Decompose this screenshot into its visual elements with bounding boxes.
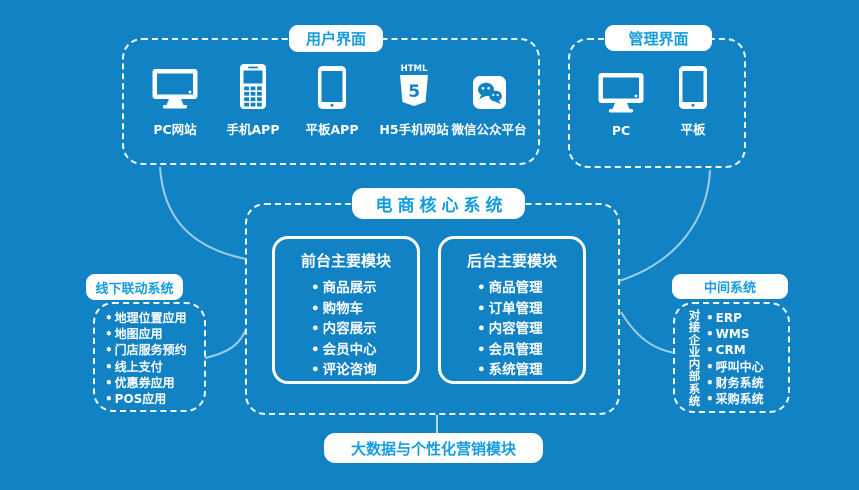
feature-phone-icon — [240, 64, 266, 113]
list-item: 线上支付 — [105, 359, 187, 375]
device-h5-website: HTML 5 H5手机网站 — [364, 64, 464, 138]
list-item: 购物车 — [311, 299, 417, 320]
backend-modules-title: 后台主要模块 — [466, 252, 557, 270]
device-label-pc-website: PC网站 — [153, 122, 197, 137]
list-item: 订单管理 — [477, 299, 583, 320]
list-item: WMS — [706, 326, 764, 342]
device-wechat-platform: 微信公众平台 — [434, 64, 544, 138]
frontend-modules-title: 前台主要模块 — [300, 252, 391, 270]
admin-interface-title: 管理界面 — [628, 29, 689, 48]
device-label-h5-website: H5手机网站 — [379, 122, 449, 137]
html5-icon-top-text: HTML — [401, 64, 428, 74]
list-item: 地理位置应用 — [105, 310, 187, 326]
device-mobile-app: 手机APP — [208, 64, 298, 138]
bigdata-module-badge: 大数据与个性化营销模块 — [324, 433, 543, 463]
device-label-admin-pc: PC — [611, 123, 631, 138]
offline-system-title-badge: 线下联动系统 — [86, 274, 183, 300]
core-system-title: 电商核心系统 — [375, 196, 508, 216]
list-item: 门店服务预约 — [105, 342, 187, 358]
html5-icon-number: 5 — [408, 82, 420, 102]
list-item: 会员管理 — [477, 340, 583, 361]
frontend-modules-list: 商品展示 购物车 内容展示 会员中心 评论咨询 — [311, 278, 417, 381]
user-interface-title: 用户界面 — [305, 30, 366, 48]
device-label-tablet-app: 平板APP — [305, 122, 359, 137]
middleware-system-box — [673, 302, 790, 413]
list-item: 内容管理 — [477, 319, 583, 340]
device-admin-pc: PC — [588, 64, 654, 138]
tablet-icon — [679, 66, 707, 113]
device-admin-tablet: 平板 — [660, 64, 726, 138]
connector-admin-to-core — [618, 169, 711, 282]
list-item: 商品展示 — [311, 278, 417, 299]
admin-interface-title-badge: 管理界面 — [605, 25, 712, 51]
list-item: 商品管理 — [477, 278, 583, 299]
list-item: 会员中心 — [311, 340, 417, 361]
list-item: 呼叫中心 — [706, 359, 764, 375]
device-label-admin-tablet: 平板 — [680, 122, 706, 137]
desktop-icon — [152, 69, 198, 113]
offline-system-list: 地理位置应用 地图应用 门店服务预约 线上支付 优惠券应用 POS应用 — [105, 310, 187, 407]
core-system-title-badge: 电商核心系统 — [352, 188, 525, 219]
list-item: POS应用 — [105, 391, 187, 407]
device-label-mobile-app: 手机APP — [226, 122, 280, 137]
connector-ui-to-core — [159, 166, 247, 260]
list-item: 评论咨询 — [311, 360, 417, 381]
connector-core-to-middleware — [620, 311, 676, 354]
bigdata-module-title: 大数据与个性化营销模块 — [350, 439, 516, 458]
list-item: 财务系统 — [706, 375, 764, 391]
frontend-modules-box: 前台主要模块 商品展示 购物车 内容展示 会员中心 评论咨询 — [272, 236, 420, 384]
list-item: 系统管理 — [477, 360, 583, 381]
tablet-icon — [318, 66, 346, 113]
desktop-icon — [598, 73, 644, 117]
middleware-system-title: 中间系统 — [703, 281, 756, 296]
middleware-side-label: 对接企业内部系统 — [688, 308, 701, 409]
backend-modules-box: 后台主要模块 商品管理 订单管理 内容管理 会员管理 系统管理 — [438, 236, 586, 384]
list-item: CRM — [706, 342, 764, 358]
backend-modules-list: 商品管理 订单管理 内容管理 会员管理 系统管理 — [477, 278, 583, 381]
middleware-system-title-badge: 中间系统 — [672, 274, 788, 299]
connector-offline-to-core — [204, 328, 247, 359]
html5-icon: HTML 5 — [396, 62, 432, 113]
user-interface-title-badge: 用户界面 — [289, 25, 383, 52]
wechat-icon — [472, 76, 506, 113]
list-item: 采购系统 — [706, 391, 764, 407]
list-item: 优惠券应用 — [105, 375, 187, 391]
device-pc-website: PC网站 — [130, 64, 220, 138]
device-label-wechat-platform: 微信公众平台 — [451, 122, 527, 137]
device-tablet-app: 平板APP — [287, 64, 377, 138]
list-item: 地图应用 — [105, 326, 187, 342]
list-item: ERP — [706, 310, 764, 326]
list-item: 内容展示 — [311, 319, 417, 340]
offline-system-title: 线下联动系统 — [95, 281, 174, 297]
middleware-system-list: ERP WMS CRM 呼叫中心 财务系统 采购系统 — [706, 310, 764, 407]
